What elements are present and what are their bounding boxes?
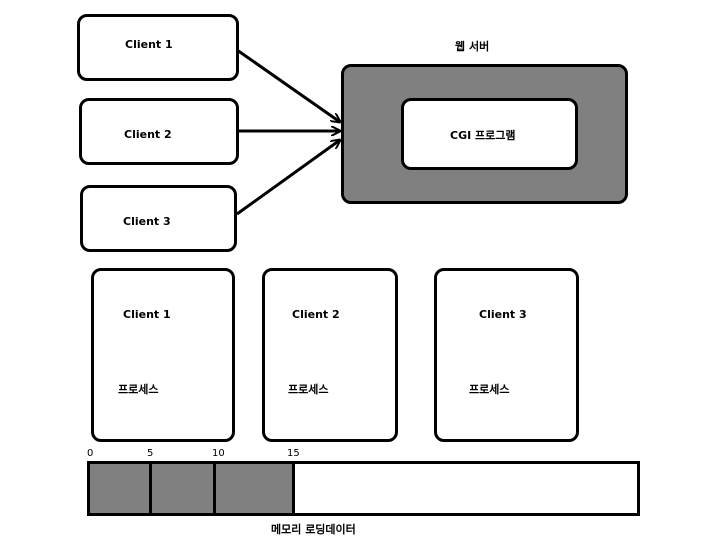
- cgi-program-box: CGI 프로그램: [401, 98, 578, 170]
- client-box-3: Client 3: [80, 185, 237, 252]
- web-server-box: CGI 프로그램: [341, 64, 628, 204]
- client-label-2: Client 2: [124, 128, 172, 141]
- arrow-client-3-to-server: [236, 140, 340, 216]
- arrow-client-1-to-server: [236, 48, 340, 122]
- client-box-2: Client 2: [79, 98, 239, 165]
- memory-caption: 메모리 로딩데이터: [271, 523, 356, 536]
- memory-tick-15: 15: [287, 448, 300, 459]
- process-box-3: Client 3 프로세스: [434, 268, 579, 442]
- process-client-label-3: Client 3: [479, 308, 527, 321]
- cgi-program-label: CGI 프로그램: [450, 129, 516, 142]
- process-box-1: Client 1 프로세스: [91, 268, 235, 442]
- memory-tick-0: 0: [87, 448, 94, 459]
- process-client-label-2: Client 2: [292, 308, 340, 321]
- process-box-2: Client 2 프로세스: [262, 268, 398, 442]
- client-box-1: Client 1: [77, 14, 239, 81]
- process-label-1: 프로세스: [118, 383, 159, 396]
- process-label-2: 프로세스: [288, 383, 329, 396]
- web-server-title: 웹 서버: [455, 40, 490, 53]
- memory-segment-3: [216, 464, 295, 513]
- memory-bar: [87, 461, 640, 516]
- memory-tick-10: 10: [212, 448, 225, 459]
- process-label-3: 프로세스: [469, 383, 510, 396]
- process-client-label-1: Client 1: [123, 308, 171, 321]
- memory-tick-5: 5: [147, 448, 154, 459]
- client-label-3: Client 3: [123, 215, 171, 228]
- memory-segment-1: [90, 464, 152, 513]
- memory-segment-2: [152, 464, 216, 513]
- client-label-1: Client 1: [125, 38, 173, 51]
